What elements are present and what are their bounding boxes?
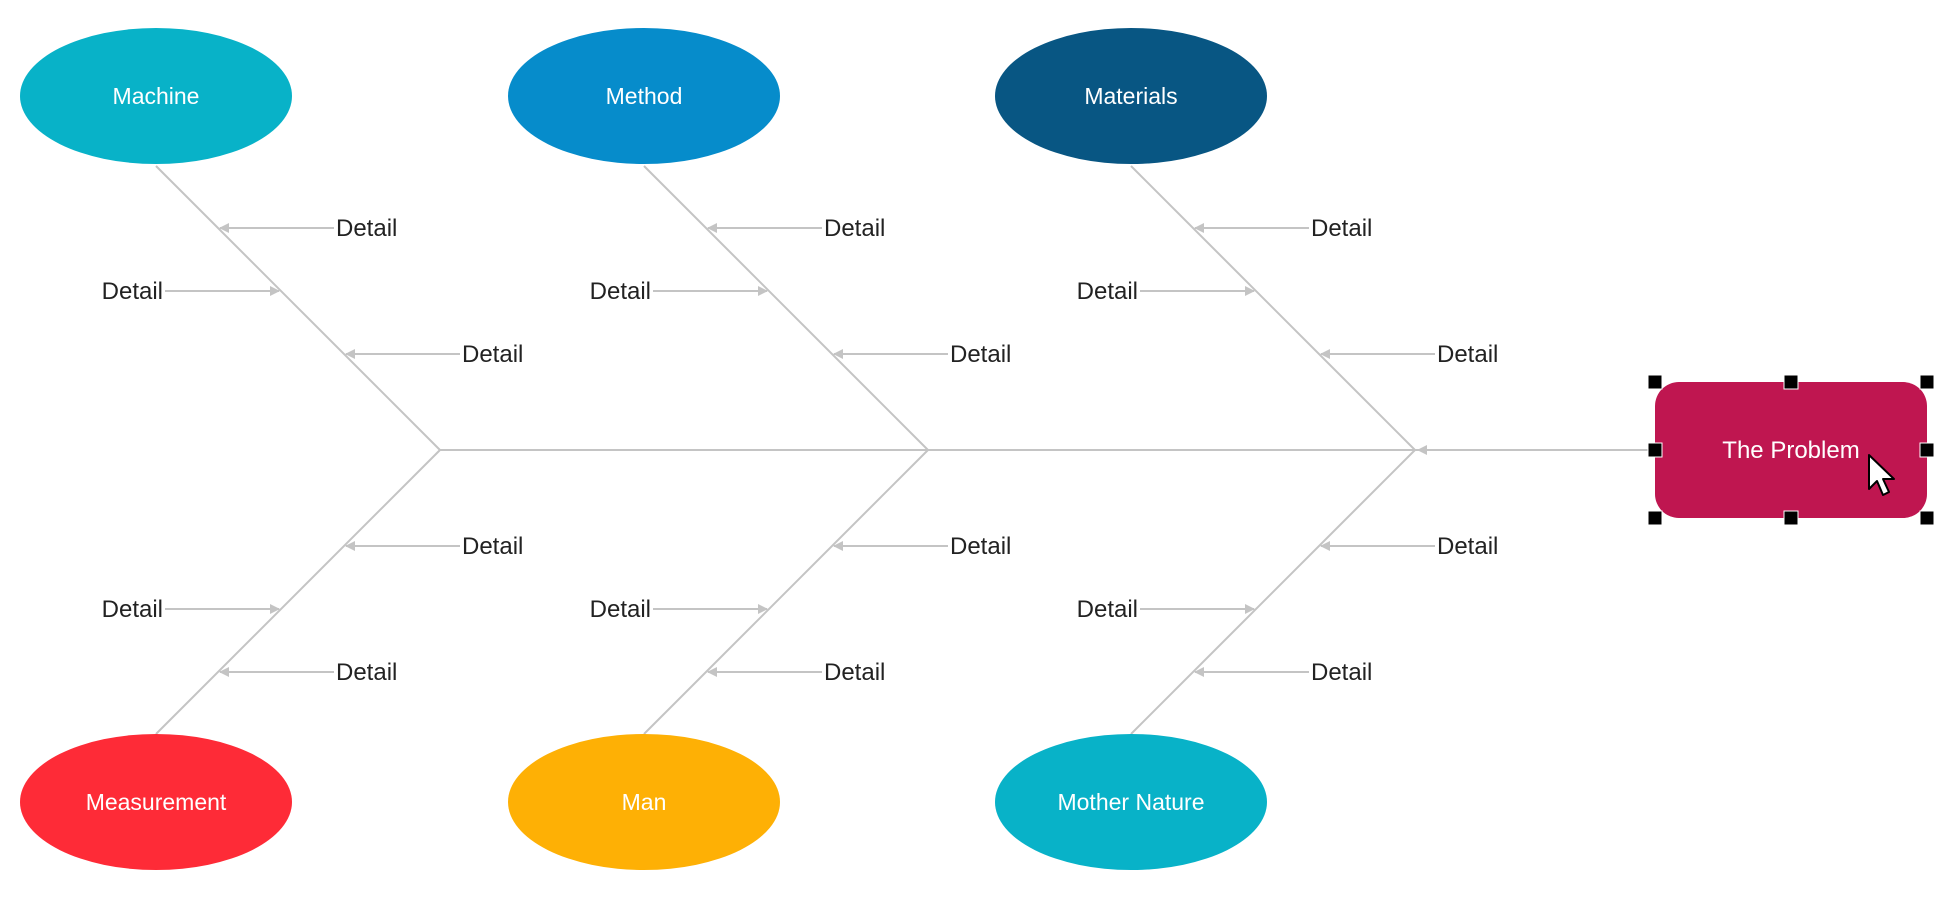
bone-mother-nature[interactable]: [1130, 449, 1416, 735]
cause-man[interactable]: Man: [508, 734, 780, 870]
bone-machine[interactable]: [155, 165, 441, 451]
detail-label[interactable]: Detail: [1311, 659, 1372, 686]
cause-man-label: Man: [622, 789, 667, 815]
cause-mother-nature[interactable]: Mother Nature: [995, 734, 1267, 870]
cause-machine[interactable]: Machine: [20, 28, 292, 164]
detail-label[interactable]: Detail: [950, 341, 1011, 368]
problem-label: The Problem: [1722, 437, 1859, 464]
detail-label[interactable]: Detail: [462, 341, 523, 368]
problem-box-shape[interactable]: [1655, 382, 1927, 518]
cause-measurement-shape[interactable]: [20, 734, 292, 870]
cause-method-shape[interactable]: [508, 28, 780, 164]
resize-handle[interactable]: [1919, 442, 1935, 458]
bone-method[interactable]: [643, 165, 929, 451]
detail-label[interactable]: Detail: [462, 533, 523, 560]
resize-handle[interactable]: [1919, 510, 1935, 526]
detail-label[interactable]: Detail: [590, 596, 651, 623]
detail-label[interactable]: Detail: [1077, 596, 1138, 623]
problem-box[interactable]: The Problem: [1647, 374, 1935, 526]
cause-method[interactable]: Method: [508, 28, 780, 164]
resize-handle[interactable]: [1783, 374, 1799, 390]
bone-measurement[interactable]: [155, 449, 441, 735]
detail-label[interactable]: Detail: [1311, 215, 1372, 242]
detail-label[interactable]: Detail: [1077, 278, 1138, 305]
detail-label[interactable]: Detail: [950, 533, 1011, 560]
detail-label[interactable]: Detail: [824, 215, 885, 242]
detail-label[interactable]: Detail: [590, 278, 651, 305]
cause-man-shape[interactable]: [508, 734, 780, 870]
mouse-pointer-icon: [1868, 454, 1895, 496]
cause-method-label: Method: [606, 83, 683, 109]
detail-label[interactable]: Detail: [102, 278, 163, 305]
detail-label[interactable]: Detail: [336, 215, 397, 242]
bone-materials[interactable]: [1130, 165, 1416, 451]
detail-label[interactable]: Detail: [1437, 341, 1498, 368]
detail-label[interactable]: Detail: [336, 659, 397, 686]
cause-measurement[interactable]: Measurement: [20, 734, 292, 870]
cause-materials-shape[interactable]: [995, 28, 1267, 164]
resize-handle[interactable]: [1919, 374, 1935, 390]
resize-handle[interactable]: [1647, 374, 1663, 390]
resize-handle[interactable]: [1647, 442, 1663, 458]
cause-materials[interactable]: Materials: [995, 28, 1267, 164]
cause-mother-nature-label: Mother Nature: [1057, 789, 1204, 815]
detail-label[interactable]: Detail: [824, 659, 885, 686]
cause-machine-label: Machine: [113, 83, 200, 109]
cause-machine-shape[interactable]: [20, 28, 292, 164]
cause-mother-nature-shape[interactable]: [995, 734, 1267, 870]
cause-materials-label: Materials: [1084, 83, 1177, 109]
resize-handle[interactable]: [1647, 510, 1663, 526]
selection-handles: [1647, 374, 1935, 526]
cause-measurement-label: Measurement: [86, 789, 227, 815]
bone-man[interactable]: [643, 449, 929, 735]
detail-label[interactable]: Detail: [102, 596, 163, 623]
resize-handle[interactable]: [1783, 510, 1799, 526]
detail-label[interactable]: Detail: [1437, 533, 1498, 560]
